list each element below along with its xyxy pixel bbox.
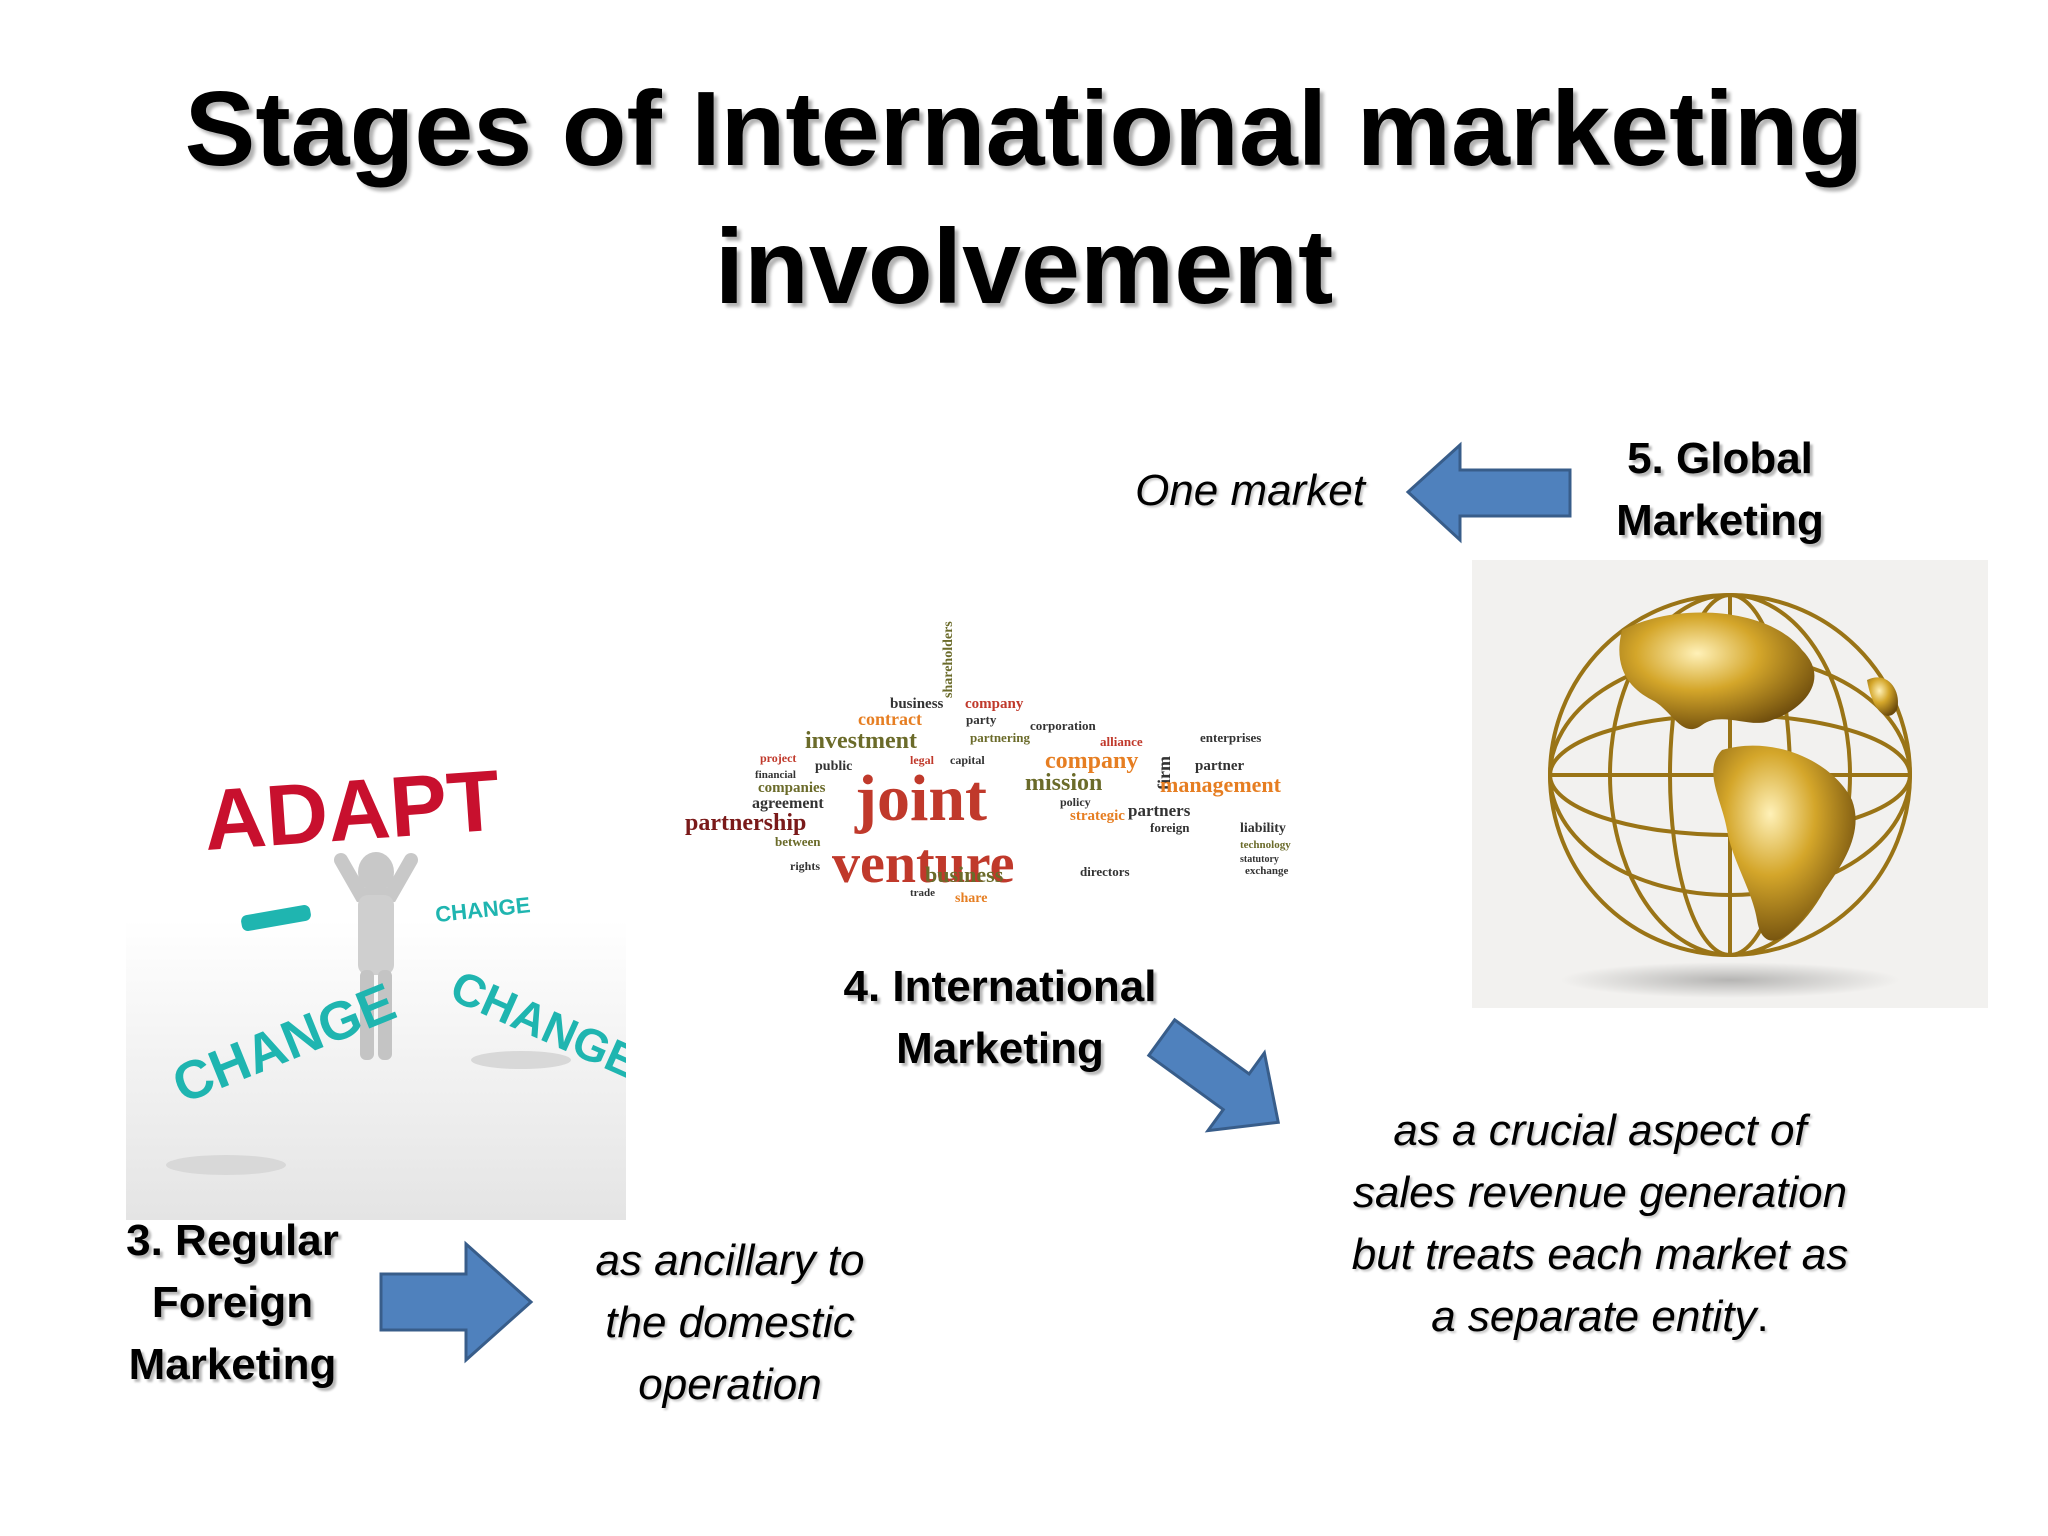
wc-public: public <box>815 759 852 774</box>
stage-4-description-line-4-text: a separate entity <box>1431 1292 1757 1341</box>
wc-partnering: partnering <box>970 730 1030 745</box>
left-arrow-icon <box>1405 441 1572 544</box>
stage-4-description-period: . <box>1756 1292 1769 1341</box>
stage-4-description-line-1: as a crucial aspect of <box>1393 1106 1807 1155</box>
stage-4-description-line-2: sales revenue generation <box>1352 1168 1848 1217</box>
wc-corporation: corporation <box>1030 718 1096 733</box>
stage-5-label-line-2: Marketing <box>1616 496 1824 545</box>
wc-contract: contract <box>858 709 922 729</box>
slide-title: Stages of International marketing involv… <box>0 60 2048 336</box>
wc-partnership: partnership <box>685 810 806 836</box>
wc-investment: investment <box>805 728 917 754</box>
wc-liability: liability <box>1240 821 1286 836</box>
stage-3-label-line-3: Marketing <box>128 1340 337 1389</box>
wc-joint: joint <box>854 762 987 835</box>
word-cloud-image: shareholders business company contract p… <box>685 621 1291 906</box>
joint-venture-word-cloud: shareholders business company contract p… <box>680 620 1320 950</box>
wc-control: exchange <box>1245 865 1289 877</box>
wc-firm: rights <box>790 859 820 873</box>
wc-party: party <box>966 712 997 727</box>
stage-5-label: 5. Global Marketing <box>1560 428 1880 552</box>
wc-share: share <box>955 891 987 906</box>
wc-mission: management <box>1160 772 1282 797</box>
wc-policy: policy <box>1060 795 1091 809</box>
stage-3-description-line-1: as ancillary to <box>595 1236 865 1285</box>
wc-partner: partner <box>1195 758 1244 774</box>
stage-5-label-line-1: 5. Global <box>1627 434 1813 483</box>
title-line-1: Stages of International marketing <box>184 70 1864 188</box>
wc-project: project <box>760 751 796 765</box>
wc-business: company <box>1045 748 1138 774</box>
title-line-2: involvement <box>714 208 1334 326</box>
adapt-change-image: ADAPT CHANGE CHANGE CHANGE <box>126 753 647 1220</box>
down-right-arrow-icon <box>1146 1017 1281 1133</box>
stage-4-description-line-4: a separate entity. <box>1310 1286 1890 1348</box>
stage-4-label: 4. International Marketing <box>800 956 1200 1080</box>
wc-trade: trade <box>910 887 935 899</box>
stage-3-label: 3. Regular Foreign Marketing <box>100 1210 365 1396</box>
wc-shares: company <box>965 696 1024 712</box>
wc-companies: companies <box>758 780 826 796</box>
wc-partners: business <box>925 862 1004 887</box>
wc-general: firm <box>1154 756 1174 790</box>
wc-strategic: strategic <box>1070 808 1125 824</box>
stage-4-label-line-2: Marketing <box>896 1024 1104 1073</box>
wc-alliance: alliance <box>1100 734 1143 749</box>
wc-directors: directors <box>1080 864 1130 879</box>
wc-foreign: foreign <box>1150 820 1190 835</box>
wc-shareholders: shareholders <box>941 621 956 698</box>
stage-3-label-line-2: Foreign <box>151 1278 314 1327</box>
adapt-figure-icon: ADAPT CHANGE CHANGE CHANGE <box>126 753 647 1220</box>
adapt-word: ADAPT <box>201 760 503 869</box>
wc-management: partners <box>1128 801 1191 820</box>
stage-3-description: as ancillary to the domestic operation <box>560 1230 900 1416</box>
stage-5-description: One market <box>1135 466 1365 515</box>
wc-financial: financial <box>755 769 796 781</box>
wc-company: mission <box>1025 770 1102 796</box>
stage-3-description-line-3: operation <box>638 1360 822 1409</box>
stage-4-description: as a crucial aspect of sales revenue gen… <box>1310 1100 1890 1348</box>
stage-3-description-line-2: the domestic <box>605 1298 855 1347</box>
wc-legal: legal <box>910 753 935 767</box>
wc-between: between <box>775 834 821 849</box>
wc-venture: venture <box>832 833 1015 895</box>
wc-capital: capital <box>950 753 985 767</box>
stage-4-description-line-3: but treats each market as <box>1351 1230 1849 1279</box>
wc-together: business <box>890 696 944 712</box>
stage-4-label-line-1: 4. International <box>843 962 1157 1011</box>
wc-technology: technology <box>1240 839 1291 851</box>
right-arrow-icon <box>379 1240 534 1364</box>
globe-icon <box>1548 593 1912 998</box>
stage-3-label-line-1: 3. Regular <box>126 1216 339 1265</box>
wc-enterprises: enterprises <box>1200 730 1261 745</box>
wc-statutory: statutory <box>1240 854 1279 865</box>
wc-agreement: agreement <box>752 795 824 812</box>
globe-image <box>1472 560 1988 1008</box>
